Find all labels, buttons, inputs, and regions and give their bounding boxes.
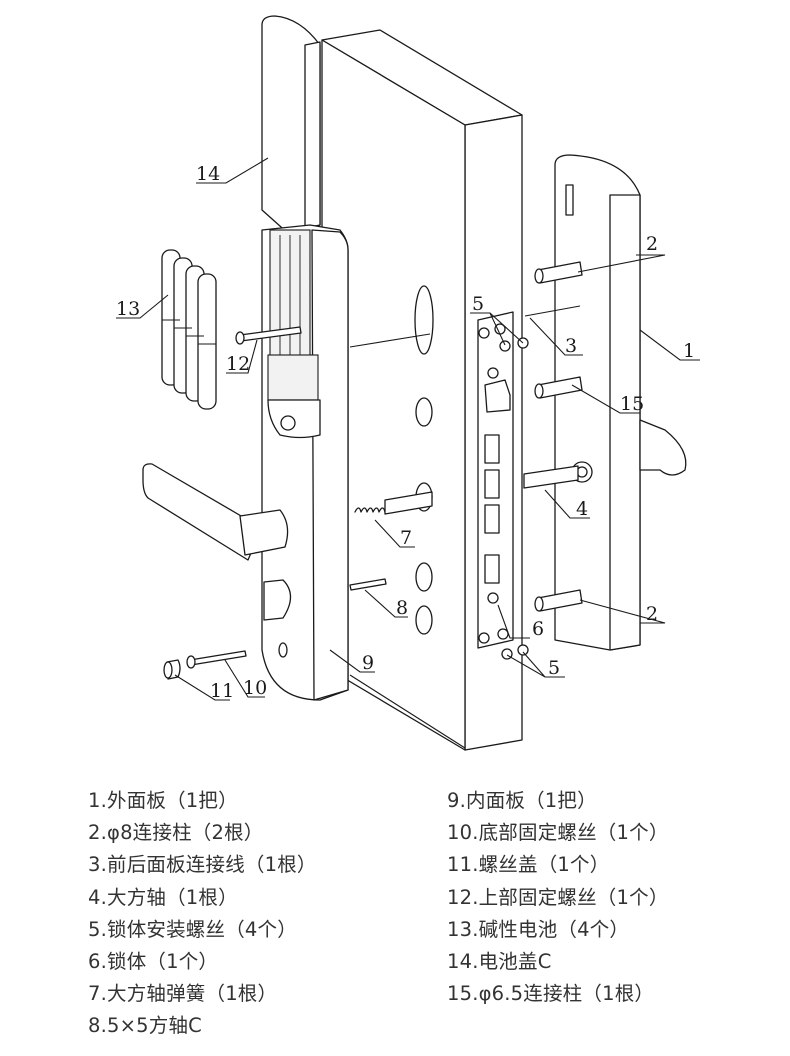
legend-item: 1.外面板（1把） (88, 789, 238, 812)
callout-5-top: 5 (472, 293, 484, 315)
battery-cover (261, 15, 321, 236)
callout-10: 10 (243, 677, 267, 699)
callout-7: 7 (400, 527, 412, 549)
inner-handle (142, 463, 289, 561)
door-hole (415, 397, 433, 427)
square-shaft-8 (349, 578, 387, 591)
lock-body (477, 311, 529, 660)
legend-item: 11.螺丝盖（1个） (447, 853, 610, 877)
door-hole (415, 605, 433, 635)
latch-bolt (484, 379, 511, 413)
callout-13: 13 (116, 298, 140, 320)
callout-3: 3 (565, 335, 577, 357)
callout-1: 1 (683, 340, 695, 362)
screw-5 (499, 340, 511, 352)
lock-window (484, 469, 500, 499)
legend-item: 10.底部固定螺丝（1个） (447, 821, 669, 845)
legend-item: 15.φ6.5连接柱（1根） (447, 982, 655, 1006)
inner-knob (280, 415, 296, 431)
legend-item: 8.5×5方轴C (88, 1014, 202, 1038)
callout-2-top: 2 (646, 233, 658, 255)
legend-left-column: 1.外面板（1把） 2.φ8连接柱（2根） 3.前后面板连接线（1根） 4.大方… (88, 785, 317, 1043)
legend-item: 13.碱性电池（4个） (447, 917, 630, 941)
spring-7 (354, 507, 386, 513)
legend-item: 4.大方轴（1根） (88, 885, 238, 909)
inner-panel (261, 224, 349, 701)
lock-window (484, 554, 500, 584)
callout-5-bottom: 5 (548, 657, 560, 679)
callout-6: 6 (532, 618, 544, 640)
lock-window (484, 434, 500, 464)
callout-12: 12 (226, 353, 250, 375)
callout-2-bottom: 2 (646, 603, 658, 625)
legend-item: 7.大方轴弹簧（1根） (88, 982, 278, 1006)
panel-slot (565, 184, 574, 216)
callout-11: 11 (210, 680, 234, 702)
outer-panel (554, 154, 687, 651)
connection-wire (524, 305, 581, 317)
connecting-posts (349, 261, 583, 612)
lock-window (484, 504, 500, 534)
outer-handle (639, 419, 687, 476)
exploded-diagram: 14 13 12 2 1 3 15 4 5 6 5 2 7 8 9 10 11 (116, 15, 700, 751)
emergency-button (263, 579, 292, 621)
screw-10 (189, 650, 247, 666)
legend-item: 9.内面板（1把） (447, 789, 597, 812)
callout-15: 15 (620, 393, 644, 415)
electronics-block (267, 354, 319, 401)
legend-item: 5.锁体安装螺丝（4个） (88, 917, 297, 941)
leader-lines (116, 157, 700, 749)
legend-item: 12.上部固定螺丝（1个） (447, 885, 669, 909)
callout-4: 4 (576, 498, 588, 520)
screw-5 (517, 644, 529, 656)
screw-hole (278, 642, 288, 658)
legend-item: 3.前后面板连接线（1根） (88, 853, 317, 877)
door-hole-slot (414, 285, 434, 355)
callouts: 14 13 12 2 1 3 15 4 5 6 5 2 7 8 9 10 11 (116, 163, 695, 702)
batteries (161, 249, 217, 410)
legend-item: 14.电池盖C (447, 950, 552, 974)
spindle-4 (523, 465, 579, 489)
screw-head (487, 592, 499, 604)
door-hole (415, 562, 433, 592)
legend-right-column: 9.内面板（1把） 10.底部固定螺丝（1个） 11.螺丝盖（1个） 12.上部… (447, 785, 669, 1010)
legend-item: 2.φ8连接柱（2根） (88, 821, 264, 845)
callout-9: 9 (362, 652, 374, 674)
callout-8: 8 (396, 597, 408, 619)
screw-head (487, 367, 499, 379)
callout-14: 14 (196, 163, 220, 185)
legend-item: 6.锁体（1个） (88, 950, 219, 974)
